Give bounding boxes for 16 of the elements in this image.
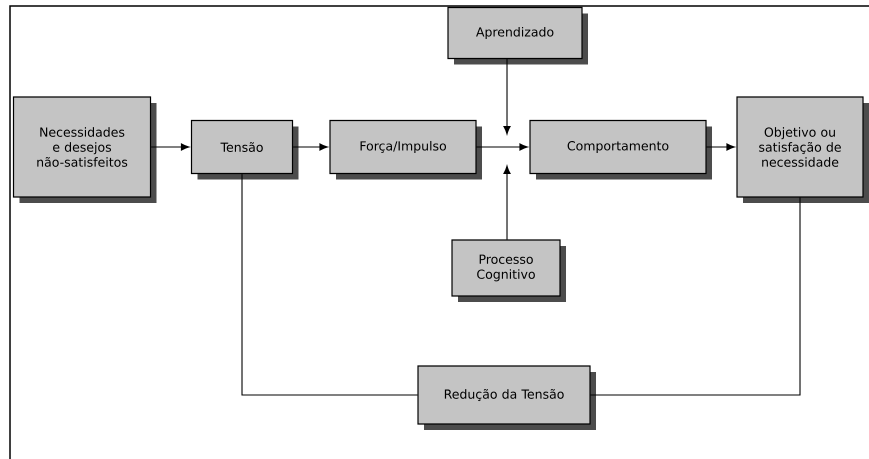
process-box: Objetivo ou satisfação de necessidade [736,96,869,203]
arrow [293,143,328,151]
arrow [151,143,190,151]
process-box: Comportamento [529,120,712,180]
process-box: Tensão [190,120,298,180]
process-box: Redução da Tensão [417,365,596,430]
arrow [706,143,735,151]
process-box: Processo Cognitivo [451,239,566,302]
arrow [503,59,511,134]
arrow [476,143,528,151]
connector-line [241,174,418,396]
arrow [503,166,511,240]
process-box: Necessidades e desejos não-satisfeitos [12,96,156,203]
process-box: Força/Impulso [329,120,482,180]
process-box: Aprendizado [447,6,588,64]
connector-line [590,198,801,396]
